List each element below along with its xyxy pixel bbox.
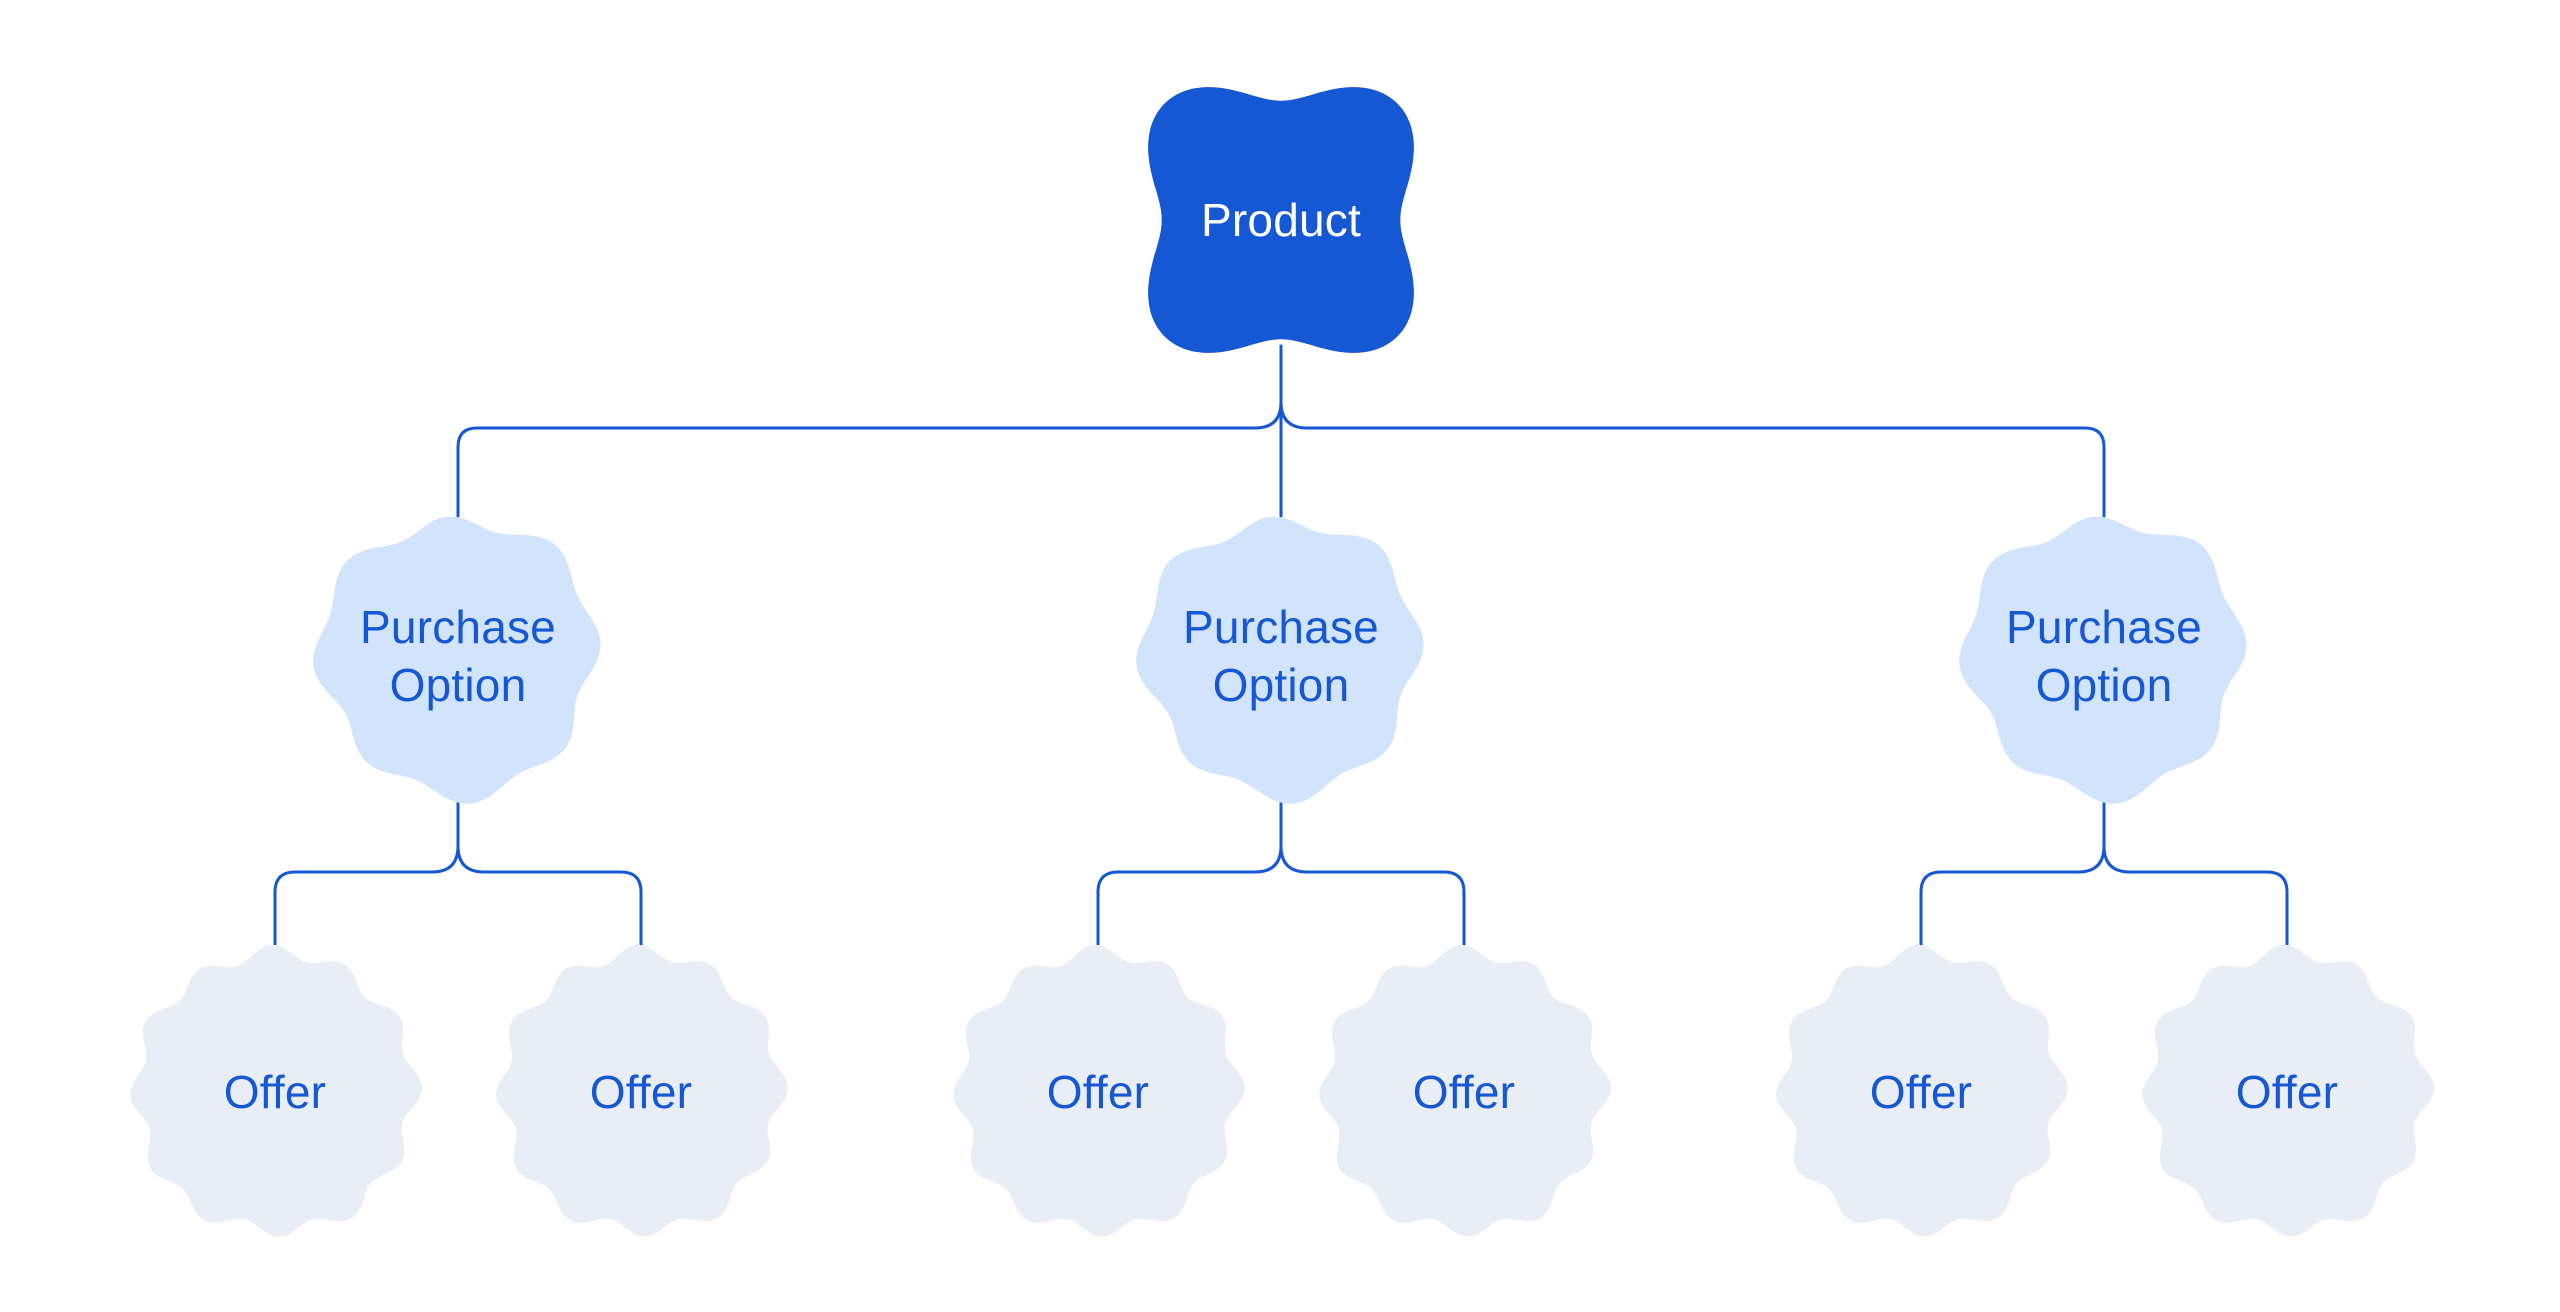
connector-purchase-option-3-to-offer-right [2102, 795, 2289, 952]
node-purchase-option-2-shape [1136, 516, 1424, 804]
node-offer-2-shape [496, 944, 788, 1237]
node-offer-4-shape [1319, 944, 1611, 1237]
node-offer-1-shape [130, 944, 422, 1237]
node-purchase-option-3-shape [1959, 516, 2247, 804]
node-offer-6-shape [2142, 944, 2434, 1237]
node-offer-3-shape [953, 944, 1245, 1237]
connector-purchase-option-1-to-offer-right [456, 795, 643, 952]
node-purchase-option-1-shape [313, 516, 601, 804]
connector-purchase-option-1-to-offer-left [273, 795, 460, 952]
node-offer-5-shape [1776, 944, 2068, 1237]
connector-purchase-option-2-to-offer-right [1279, 795, 1466, 952]
node-product-shape [1148, 87, 1414, 353]
connector-product-to-purchase-option-3 [1279, 400, 2106, 518]
connector-purchase-option-2-to-offer-left [1096, 795, 1283, 952]
connector-purchase-option-3-to-offer-left [1919, 795, 2106, 952]
connector-product-to-purchase-option-1 [456, 400, 1283, 518]
